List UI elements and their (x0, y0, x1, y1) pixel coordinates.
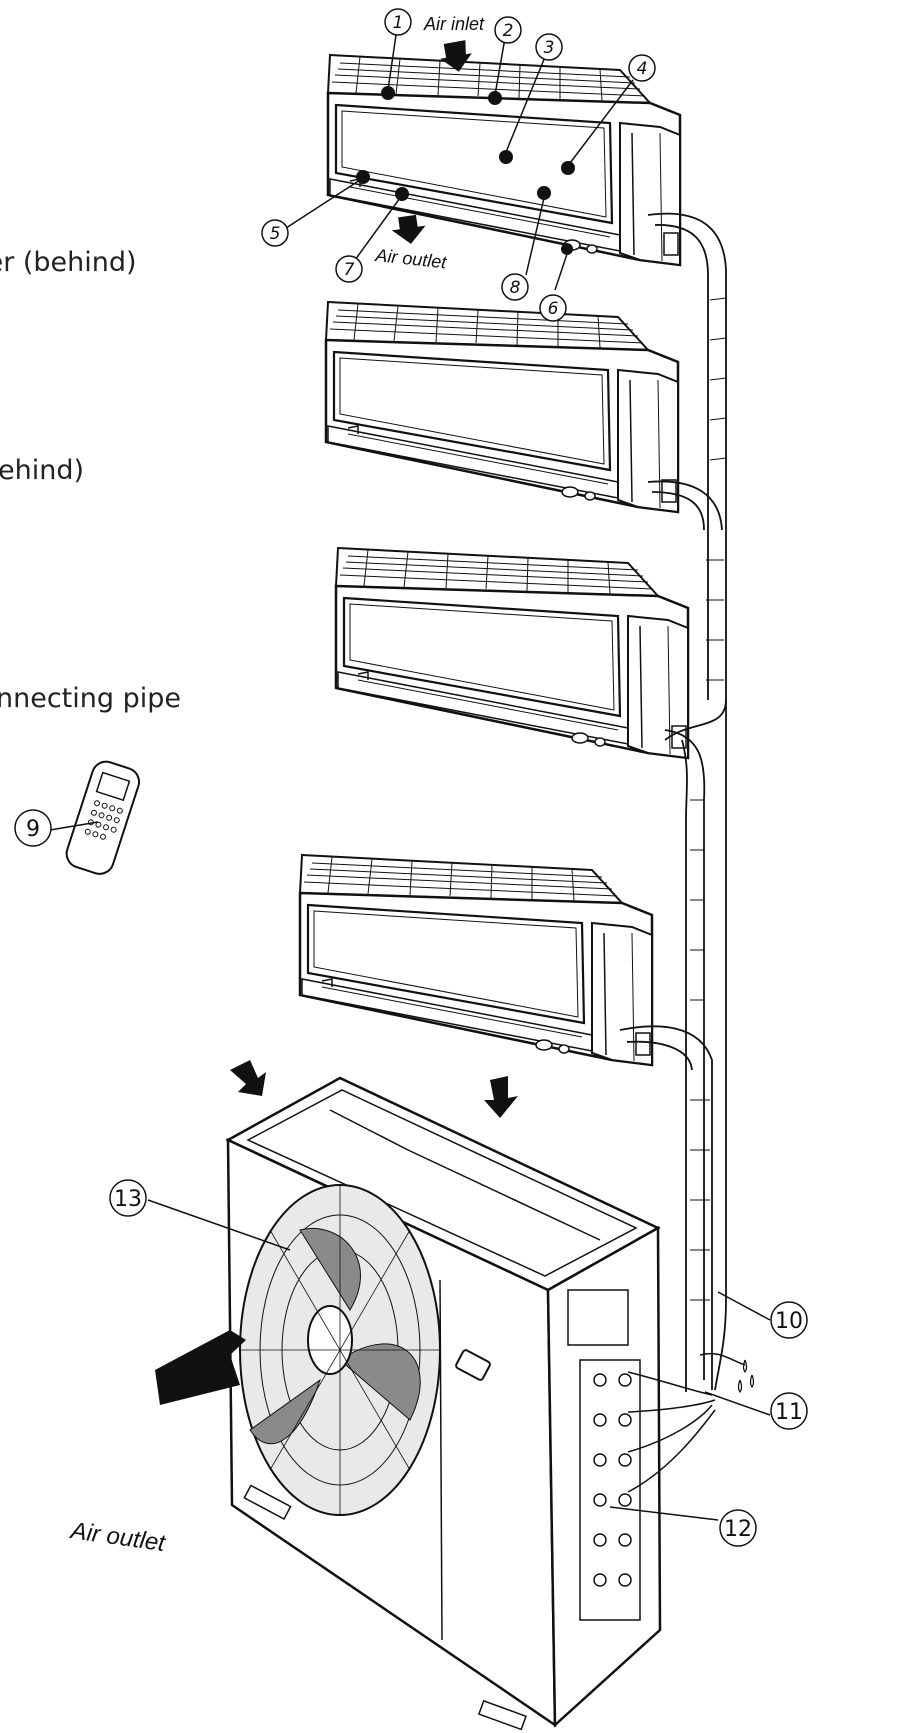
callout-1: 1 (393, 13, 404, 33)
part-markers (356, 86, 575, 255)
remote-control (65, 760, 141, 875)
label-air-outlet-indoor: Air outlet (374, 245, 449, 273)
callout-11: 11 (775, 1400, 803, 1425)
label-air-filter: ter (behind) (0, 247, 137, 278)
callout-5: 5 (270, 224, 281, 244)
callout-8: 8 (510, 278, 521, 298)
callout-4: 4 (637, 59, 648, 79)
label-connecting-pipe: nnecting pipe (0, 683, 181, 714)
indoor-unit-3 (334, 546, 690, 760)
connecting-pipes (619, 212, 727, 1392)
callout-3: 3 (544, 38, 555, 58)
callout-9: 9 (26, 817, 40, 842)
label-air-outlet-outdoor: Air outlet (67, 1517, 168, 1557)
callout-13: 13 (114, 1187, 142, 1212)
label-behind: ehind) (0, 455, 85, 486)
outdoor-unit (225, 1076, 662, 1731)
callout-2: 2 (503, 21, 514, 41)
callout-12: 12 (724, 1517, 752, 1542)
label-air-inlet: Air inlet (423, 14, 485, 34)
indoor-unit-2 (324, 300, 680, 514)
callout-7: 7 (344, 260, 355, 280)
indoor-unit-4 (298, 853, 654, 1067)
callout-6: 6 (548, 299, 559, 319)
callout-10: 10 (775, 1309, 803, 1334)
